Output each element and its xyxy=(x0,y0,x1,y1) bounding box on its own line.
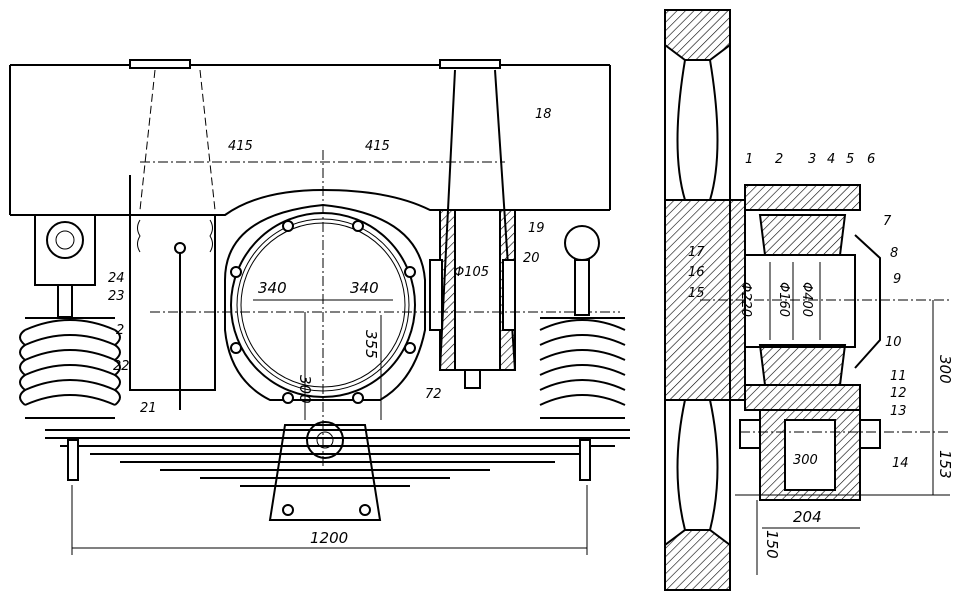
spring-buckle xyxy=(268,424,382,521)
dim-340-left: 340 xyxy=(258,279,287,297)
dim-300-left: 300 xyxy=(296,375,314,404)
callout-r17: 17 xyxy=(688,245,705,260)
dim-153: 153 xyxy=(936,450,954,479)
callout-r7: 7 xyxy=(883,214,892,229)
dim-1200: 1200 xyxy=(310,529,348,547)
coil-spring-right xyxy=(539,225,626,419)
callout-r4: 4 xyxy=(827,152,835,167)
callout-r16: 16 xyxy=(688,265,705,280)
dim-355: 355 xyxy=(362,330,380,359)
pivot-spring-right xyxy=(502,259,516,331)
section-view xyxy=(664,9,950,591)
callout-r13: 13 xyxy=(890,404,907,419)
callout-r3: 3 xyxy=(808,152,816,167)
pivot-spring-left xyxy=(429,259,443,331)
callout-r11: 11 xyxy=(890,369,907,384)
coil-spring-left xyxy=(19,215,121,419)
callout-r2: 2 xyxy=(775,152,783,167)
leaf-spring xyxy=(45,421,630,521)
dim-phi105: Φ105 xyxy=(454,265,489,280)
end-cover xyxy=(854,234,881,369)
callout-20: 20 xyxy=(523,251,540,266)
callout-r9: 9 xyxy=(893,272,901,287)
callout-21: 21 xyxy=(140,401,157,416)
callout-r6: 6 xyxy=(867,152,875,167)
callout-r5: 5 xyxy=(846,152,854,167)
top-bolt-plate-right xyxy=(439,59,501,69)
dim-415-left: 415 xyxy=(228,139,253,154)
callout-24: 24 xyxy=(108,271,125,286)
dimension-labels: 415 415 340 340 300 355 Φ105 1200 18 19 … xyxy=(108,107,954,559)
axle-box-housing xyxy=(224,203,426,401)
callout-r12: 12 xyxy=(890,386,907,401)
callout-23: 23 xyxy=(108,289,125,304)
dim-300-inner: 300 xyxy=(793,453,818,468)
dim-phi160: Φ160 xyxy=(776,282,791,317)
cover-bolts xyxy=(230,220,416,404)
callout-72: 72 xyxy=(425,387,442,402)
callout-22: 22 xyxy=(113,359,130,374)
side-elevation-view xyxy=(9,59,630,555)
axle-box-top xyxy=(744,184,861,211)
dim-300-right: 300 xyxy=(936,355,954,384)
dim-415-right: 415 xyxy=(365,139,390,154)
callout-r10: 10 xyxy=(885,335,902,350)
callout-18: 18 xyxy=(535,107,552,122)
callout-2: 2 xyxy=(116,323,124,338)
callout-r8: 8 xyxy=(890,246,898,261)
callout-r14: 14 xyxy=(892,456,909,471)
callout-r15: 15 xyxy=(688,286,705,301)
frame-beam xyxy=(9,64,611,216)
top-bolt-plate-left xyxy=(129,59,191,69)
callout-r1: 1 xyxy=(745,152,753,167)
dim-150: 150 xyxy=(763,530,781,559)
dim-340-right: 340 xyxy=(350,279,379,297)
dim-204: 204 xyxy=(793,508,822,526)
dim-phi400: Φ400 xyxy=(799,282,814,317)
callout-19: 19 xyxy=(528,221,545,236)
dim-phi220: Φ220 xyxy=(738,282,753,317)
